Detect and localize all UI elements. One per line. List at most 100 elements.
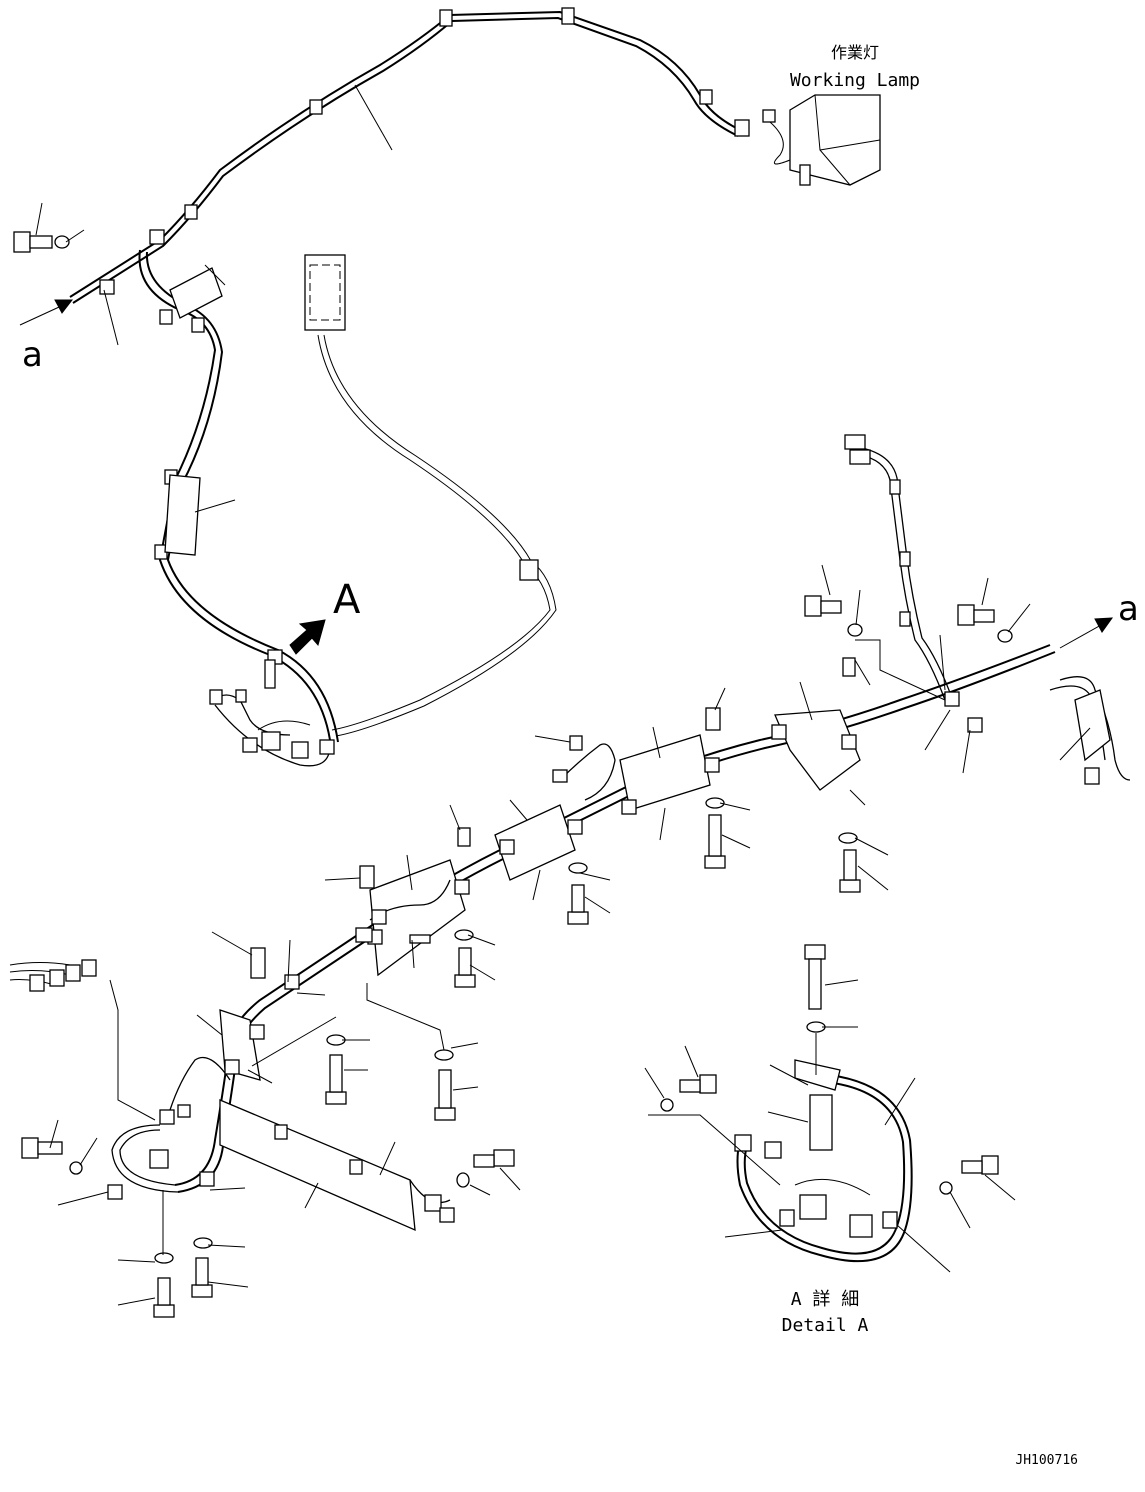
clamp-icon [159, 309, 173, 325]
connector-icon [371, 909, 387, 925]
spacer-collar-icon [967, 717, 983, 733]
connector-icon [291, 741, 309, 759]
working-lamp-label-en: Working Lamp [790, 70, 920, 91]
spacer-collar-icon [842, 657, 856, 677]
connector-icon [261, 731, 281, 751]
connector-icon [849, 1214, 873, 1238]
hex-bolt-icon [325, 1054, 347, 1105]
clamp-icon [944, 691, 960, 707]
connector-icon [424, 1194, 442, 1212]
clamp-icon [771, 724, 787, 740]
connector-icon [849, 449, 871, 465]
connector-icon [799, 164, 811, 186]
connector-icon [177, 1104, 191, 1118]
main-clamps [107, 691, 960, 1200]
clamp-icon [107, 1184, 123, 1200]
clamp-icon [149, 229, 165, 245]
clamp-icon [561, 7, 575, 25]
connector-icon [409, 934, 431, 944]
working-lamp-label-jp: 作業灯 [831, 43, 879, 62]
clamp-icon [499, 839, 515, 855]
hex-bolt-icon [704, 814, 726, 869]
clamp-icon [454, 879, 470, 895]
washer-icon [434, 1049, 454, 1061]
clamp-icon [184, 204, 198, 220]
spacer-collar-icon [264, 659, 276, 689]
connector-icon [762, 109, 776, 123]
hex-bolt-icon [13, 231, 53, 253]
connector-icon [764, 1141, 782, 1159]
view-a-label-right: a [1118, 589, 1139, 629]
washer-icon [705, 797, 725, 809]
connector-icon [29, 974, 45, 992]
right-branch [844, 434, 953, 701]
clamp-icon [899, 611, 911, 627]
connector-icon [844, 434, 866, 450]
hex-bolt-icon [961, 1155, 999, 1175]
spacers [250, 657, 983, 979]
drawing-number: JH100716 [1015, 1453, 1078, 1468]
clamp-icon [199, 1171, 215, 1187]
connector-icon [81, 959, 97, 977]
washer-icon [456, 1172, 470, 1188]
washer-icon [54, 235, 70, 249]
connector-icon [65, 964, 81, 982]
spacer-collar-icon [705, 707, 721, 731]
hex-bolt-icon [434, 1069, 456, 1121]
inset-connectors [9, 959, 97, 992]
washer-icon [193, 1237, 213, 1249]
clamp-icon [319, 739, 335, 755]
connector-icon [734, 1134, 752, 1152]
clamp-icon [621, 799, 637, 815]
clamp-icon [794, 1059, 841, 1091]
branch-leads [355, 743, 616, 1223]
clamp-icon [889, 479, 901, 495]
washer-icon [939, 1181, 953, 1195]
connector-icon [734, 119, 750, 137]
connector-icon [1084, 767, 1100, 785]
connector-icon [209, 689, 223, 705]
working-lamp [734, 94, 881, 186]
connector-icon [799, 1194, 827, 1220]
hex-bolt-icon [454, 947, 476, 988]
hex-bolt-icon [839, 849, 861, 893]
spacer-collar-icon [809, 1094, 833, 1151]
clamp-icon [779, 1209, 795, 1227]
clamp-icon [99, 279, 115, 295]
washer-icon [568, 862, 588, 874]
connector-icon [235, 689, 247, 703]
view-a-label-left: a [22, 335, 43, 375]
clamp-icon [882, 1211, 898, 1229]
detail-a-view [734, 1059, 913, 1263]
connector-icon [519, 559, 539, 581]
washer-icon [997, 629, 1013, 643]
hex-bolt-icon [21, 1137, 63, 1159]
clamp-icon [567, 819, 583, 835]
upper-harness [69, 10, 741, 767]
spacer-collar-icon [569, 735, 583, 751]
hex-bolt-icon [191, 1257, 213, 1298]
washer-icon [847, 623, 863, 637]
hex-bolt-icon [804, 944, 826, 1010]
washers [54, 235, 1013, 1264]
spacer-collar-icon [250, 947, 266, 979]
clamp-icon [284, 974, 300, 990]
washer-icon [454, 929, 474, 941]
connector-icon [304, 254, 346, 331]
hex-bolt-icon [679, 1074, 717, 1094]
hex-bolt-icon [473, 1149, 515, 1168]
harness-loop-a [209, 659, 311, 759]
clamp-icon [699, 89, 713, 105]
connector-icon [149, 1149, 169, 1169]
detail-a-label-jp: A 詳 細 [791, 1289, 860, 1310]
hex-bolt-icon [567, 884, 589, 925]
connector-icon [355, 927, 373, 943]
connector-icon [159, 1109, 175, 1125]
sensor-lead [304, 254, 557, 737]
connector-icon [439, 1207, 455, 1223]
bolts [13, 231, 999, 1318]
clamp-icon [224, 1059, 240, 1075]
washer-icon [660, 1098, 674, 1112]
